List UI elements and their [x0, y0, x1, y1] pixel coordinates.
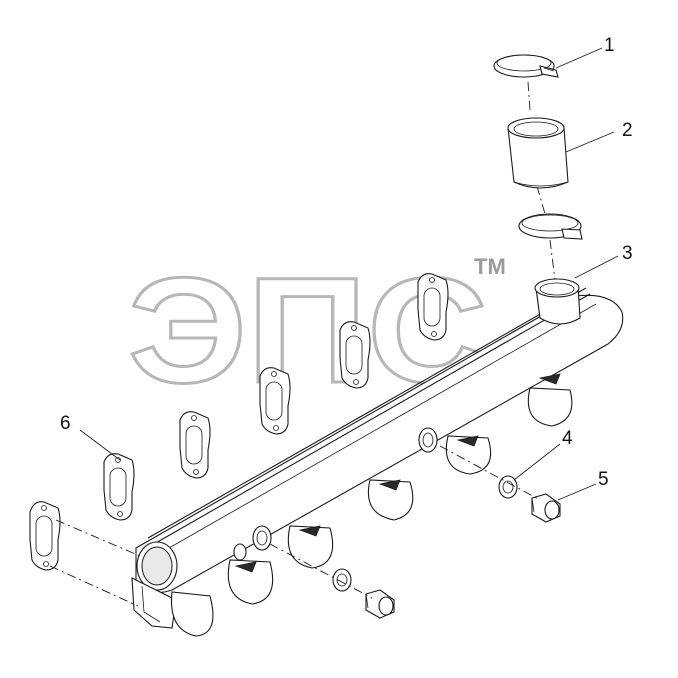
assembly-axis-line: [49, 565, 139, 607]
exhaust-manifold-icon: [131, 278, 624, 637]
hose-clamp-icon: [518, 213, 583, 240]
assembly-axis-line: [527, 81, 531, 111]
callout-4: 4: [562, 428, 573, 449]
plug-bolt-icon: [365, 493, 561, 619]
assembly-axis-line: [549, 239, 556, 281]
callout-2: 2: [622, 120, 633, 141]
sealing-washer-icon: [332, 475, 518, 592]
leader-lines: [79, 47, 619, 501]
callout-5: 5: [598, 469, 609, 490]
callout-1: 1: [604, 35, 615, 56]
watermark-trademark: TM: [474, 254, 506, 279]
assembly-axis-line: [269, 543, 373, 599]
assembly-axis-line: [536, 185, 546, 215]
callout-6: 6: [60, 413, 71, 434]
hose-sleeve-icon: [507, 117, 569, 189]
hose-clamp-icon: [493, 54, 559, 78]
manifold-gasket-icon: [29, 273, 449, 571]
assembly-axis-line: [55, 519, 141, 557]
callout-3: 3: [622, 243, 633, 264]
